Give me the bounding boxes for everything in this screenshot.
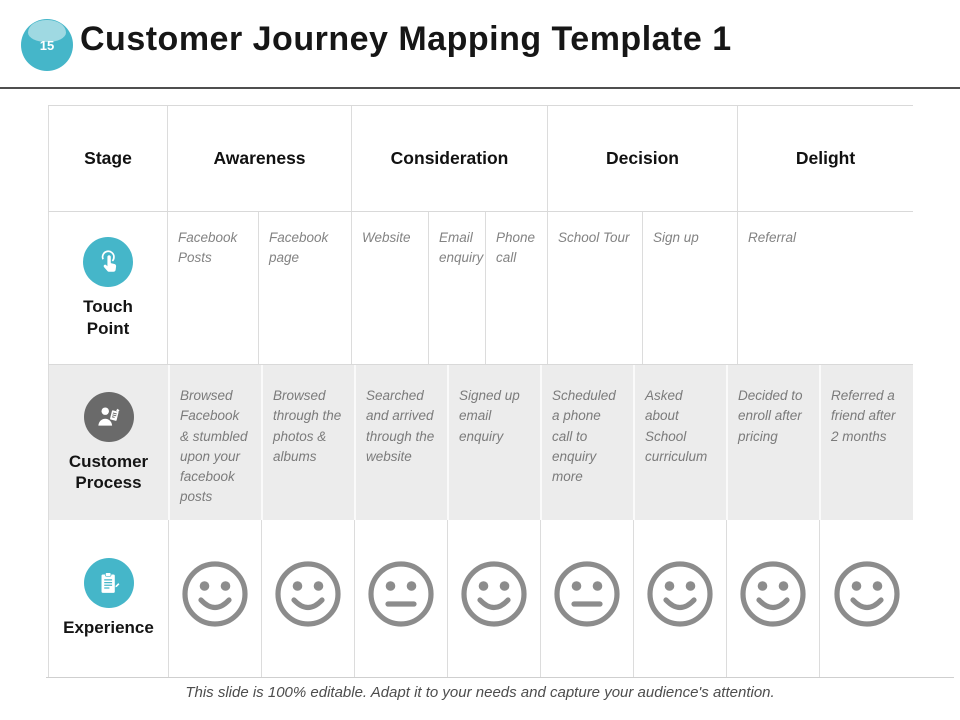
smiley-face-icon [554, 561, 620, 627]
smiley-face-icon [182, 561, 248, 627]
smiley-face-icon [833, 561, 900, 627]
customer-process-label: Customer Process [68, 451, 149, 492]
table-header-row: Stage Awareness Consideration Decision D… [48, 105, 913, 212]
experience-face-cell [261, 520, 354, 677]
customer-process-row: Customer Process Browsed Facebook & stum… [48, 365, 913, 520]
smiley-face-icon [740, 561, 806, 627]
experience-face-cell [540, 520, 633, 677]
header-cell-consideration: Consideration [351, 106, 547, 211]
experience-face-cell [168, 520, 261, 677]
experience-face-cell [633, 520, 726, 677]
experience-label: Experience [63, 618, 154, 638]
customer-process-cell: Referred a friend after 2 months [819, 365, 913, 520]
customer-process-cell: Searched and arrived through the website [354, 365, 447, 520]
header-cell-awareness: Awareness [167, 106, 351, 211]
page-title: Customer Journey Mapping Template 1 [80, 20, 732, 58]
touch-point-label-cell: Touch Point [48, 212, 167, 364]
footer-divider [46, 677, 954, 678]
slide-number: 15 [39, 37, 55, 53]
touch-point-cell: Website [351, 212, 428, 364]
title-divider [0, 87, 960, 89]
smiley-face-icon [461, 561, 527, 627]
header-cell-stage: Stage [48, 106, 167, 211]
experience-face-cell [447, 520, 540, 677]
customer-process-cell: Scheduled a phone call to enquiry more [540, 365, 633, 520]
customer-process-cell: Signed up email enquiry [447, 365, 540, 520]
experience-row: Experience [48, 520, 913, 677]
touch-point-cell: Phone call [485, 212, 547, 364]
experience-face-cell [819, 520, 913, 677]
clipboard-icon [83, 558, 134, 609]
header-cell-decision: Decision [547, 106, 737, 211]
slide-number-badge: 15 [21, 19, 73, 71]
touch-point-row: Touch Point Facebook Posts Facebook page… [48, 212, 913, 365]
touch-point-cell: Referral [737, 212, 913, 364]
touch-point-label: Touch Point [83, 297, 133, 338]
touch-point-cell: Email enquiry [428, 212, 485, 364]
header-cell-delight: Delight [737, 106, 913, 211]
touch-point-cell: Facebook Posts [167, 212, 258, 364]
customer-process-cell: Decided to enroll after pricing [726, 365, 819, 520]
experience-face-cell [354, 520, 447, 677]
customer-process-cell: Browsed Facebook & stumbled upon your fa… [168, 365, 261, 520]
smiley-face-icon [368, 561, 434, 627]
footer-note: This slide is 100% editable. Adapt it to… [185, 684, 775, 701]
touch-point-cell: School Tour [547, 212, 642, 364]
touch-point-cell: Facebook page [258, 212, 351, 364]
customer-process-cell: Asked about School curriculum [633, 365, 726, 520]
customer-process-label-cell: Customer Process [48, 365, 168, 520]
customer-process-cell: Browsed through the photos & albums [261, 365, 354, 520]
smiley-face-icon [275, 561, 341, 627]
journey-table: Stage Awareness Consideration Decision D… [48, 105, 913, 677]
experience-label-cell: Experience [48, 520, 168, 677]
touch-gesture-icon [83, 237, 133, 288]
person-writing-icon [83, 391, 134, 442]
experience-face-cell [726, 520, 819, 677]
smiley-face-icon [647, 561, 713, 627]
touch-point-cell: Sign up [642, 212, 737, 364]
